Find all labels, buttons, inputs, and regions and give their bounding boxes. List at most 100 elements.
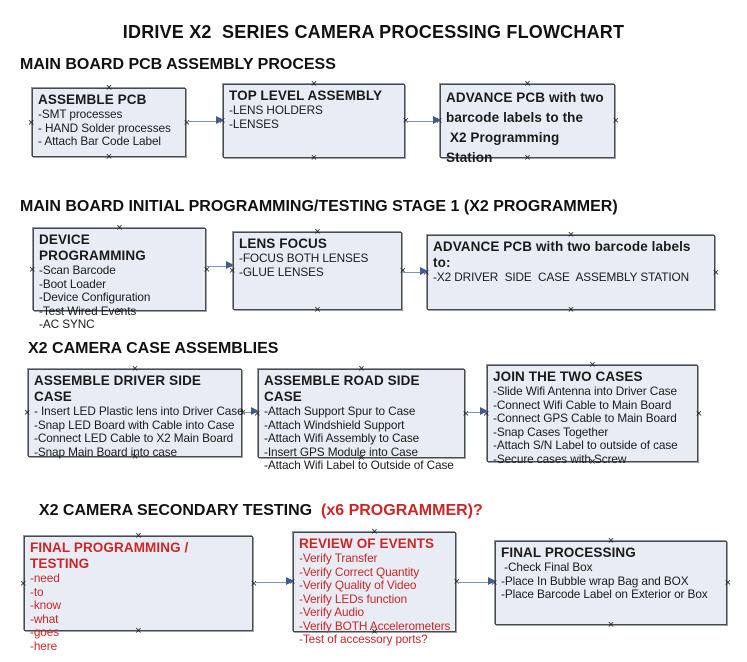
flow-arrow	[254, 577, 294, 586]
box-item: -Verify Quality of Video	[299, 578, 417, 592]
box-item: -Check Final Box	[501, 560, 593, 574]
box-item: -Verify Audio	[299, 605, 364, 619]
box-title: TOP LEVEL ASSEMBLY	[229, 88, 383, 103]
box-item: -Attach S/N Label to outside of case	[493, 438, 678, 452]
connection-point-marker: ×	[105, 151, 113, 163]
section-heading-initial-programming: MAIN BOARD INITIAL PROGRAMMING/TESTING S…	[20, 198, 618, 215]
box-advance-pcb-to-programming-station: ADVANCE PCB with two barcode labels to t…	[436, 79, 619, 166]
box-join-the-two-cases: JOIN THE TWO CASES -Slide Wifi Antenna i…	[483, 360, 702, 468]
connection-point-marker: ×	[314, 304, 321, 316]
box-assemble-road-side-case: ASSEMBLE ROAD SIDE CASE -Attach Support …	[254, 364, 469, 472]
section-heading-black-part: X2 CAMERA SECONDARY TESTING	[38, 502, 321, 519]
box-title: FINAL PROCESSING	[501, 545, 636, 560]
box-item: -need	[30, 571, 60, 585]
box-title: ADVANCE PCB with two barcode labels to:	[433, 239, 695, 270]
box-title: ASSEMBLE DRIVER SIDE CASE	[34, 373, 205, 404]
box-item: -Snap Main Board into case	[34, 444, 177, 459]
box-item: - Insert LED Plastic lens into Driver Ca…	[34, 404, 244, 418]
box-title: REVIEW OF EVENTS	[299, 536, 435, 551]
box-lens-focus: LENS FOCUS -FOCUS BOTH LENSES -GLUE LENS…	[229, 227, 406, 316]
flow-arrow	[457, 577, 496, 586]
connection-point-marker: ×	[28, 116, 35, 129]
box-item: -Boot Loader	[39, 276, 107, 291]
box-item: -Place In Bubble wrap Bag and BOX	[501, 573, 689, 588]
box-assemble-driver-side-case: ASSEMBLE DRIVER SIDE CASE - Insert LED P…	[24, 364, 246, 463]
connection-point-marker: ×	[24, 407, 31, 419]
connection-point-marker: ×	[462, 407, 469, 420]
box-item: -Connect LED Cable to X2 Main Board	[34, 431, 234, 445]
box-item: -SMT processes	[38, 107, 123, 121]
connection-point-marker: ×	[589, 359, 596, 371]
section-heading-secondary-testing: X2 CAMERA SECONDARY TESTING (x6 PROGRAMM…	[30, 484, 483, 520]
box-item: -Attach Support Spur to Case	[264, 404, 416, 418]
box-title: ADVANCE PCB with two barcode labels to t…	[446, 90, 604, 165]
box-item: -Attach Wifi Label to Outside of Case	[264, 458, 454, 472]
connection-point-marker: ×	[131, 363, 139, 375]
box-item: -Slide Wifi Antenna into Driver Case	[493, 384, 677, 398]
box-title: FINAL PROGRAMMING / TESTING	[30, 540, 193, 571]
box-title: JOIN THE TWO CASES	[493, 369, 643, 384]
box-title: DEVICE PROGRAMMING	[39, 232, 146, 263]
flow-arrow	[406, 116, 441, 125]
connection-point-marker: ×	[695, 407, 702, 420]
connection-point-marker: ×	[712, 266, 719, 279]
connection-point-marker: ×	[250, 577, 257, 590]
connection-point-marker: ×	[399, 265, 406, 277]
box-item: -Snap Cases Together	[493, 424, 609, 439]
box-item: -Connect GPS Cable to Main Board	[493, 411, 677, 425]
box-item: -Device Configuration	[39, 290, 151, 304]
box-item: -X2 DRIVER SIDE CASE ASSEMBLY STATION	[433, 270, 690, 284]
box-item: -what	[30, 611, 59, 626]
box-item: -Connect Wifi Cable to Main Board	[493, 397, 672, 412]
section-heading-case-assemblies: X2 CAMERA CASE ASSEMBLIES	[28, 340, 279, 357]
box-item: -Verify BOTH Accelerometers	[299, 618, 451, 633]
box-review-of-events: REVIEW OF EVENTS -Verify Transfer -Verif…	[289, 527, 460, 646]
connection-point-marker: ×	[607, 619, 615, 631]
connection-point-marker: ×	[310, 78, 318, 90]
flow-arrow	[207, 261, 234, 270]
connection-point-marker: ×	[29, 263, 36, 276]
box-item: -Insert GPS Module into Case	[264, 444, 418, 459]
box-top-level-assembly: TOP LEVEL ASSEMBLY -LENS HOLDERS -LENSES…	[219, 79, 409, 164]
connection-point-marker: ×	[116, 222, 123, 234]
box-title: ASSEMBLE ROAD SIDE CASE	[264, 373, 424, 404]
box-item: -Attach Wifi Assembly to Case	[264, 431, 420, 445]
box-item: -Scan Barcode	[39, 263, 116, 277]
connection-point-marker: ×	[524, 78, 531, 90]
box-device-programming: DEVICE PROGRAMMING -Scan Barcode -Boot L…	[29, 223, 210, 331]
connection-point-marker: ×	[183, 116, 190, 129]
box-item: - HAND Solder processes	[38, 120, 171, 135]
box-item: -LENS HOLDERS	[229, 103, 323, 117]
box-final-processing: FINAL PROCESSING -Check Final Box -Place…	[491, 536, 731, 631]
connection-point-marker: ×	[371, 526, 378, 538]
connection-point-marker: ×	[20, 577, 27, 590]
flow-arrow	[403, 267, 428, 276]
box-item: -Attach Windshield Support	[264, 417, 405, 432]
connection-point-marker: ×	[607, 535, 615, 547]
connection-point-marker: ×	[567, 229, 575, 241]
flow-arrow	[466, 407, 488, 416]
box-item: -here	[30, 638, 58, 653]
box-item: -Verify LEDs function	[299, 591, 408, 606]
connection-point-marker: ×	[135, 530, 142, 542]
box-advance-pcb-to-driver-side-station: ADVANCE PCB with two barcode labels to: …	[423, 230, 719, 316]
box-item: -Test Wired Events	[39, 303, 137, 318]
box-assemble-pcb: ASSEMBLE PCB -SMT processes - HAND Solde…	[28, 83, 190, 163]
box-item: -Snap LED Board with Cable into Case	[34, 417, 235, 432]
box-item: -Place Barcode Label on Exterior or Box	[501, 587, 708, 601]
connection-point-marker: ×	[314, 226, 321, 238]
box-item: -Test of accessory ports?	[299, 632, 428, 646]
box-item: -GLUE LENSES	[239, 264, 324, 279]
connection-point-marker: ×	[310, 152, 318, 164]
flow-arrow	[243, 407, 259, 416]
section-heading-red-part: (x6 PROGRAMMER)?	[321, 502, 483, 519]
box-final-programming-testing: FINAL PROGRAMMING / TESTING -need -to -k…	[20, 531, 257, 653]
flow-arrow	[187, 116, 224, 125]
flowchart-title: IDRIVE X2 SERIES CAMERA PROCESSING FLOWC…	[122, 22, 625, 42]
box-title: ASSEMBLE PCB	[38, 92, 147, 107]
box-item: -know	[30, 598, 61, 612]
box-title: LENS FOCUS	[239, 236, 328, 251]
box-item: -goes	[30, 625, 60, 639]
box-item: -Verify Correct Quantity	[299, 564, 420, 579]
connection-point-marker: ×	[105, 82, 113, 94]
